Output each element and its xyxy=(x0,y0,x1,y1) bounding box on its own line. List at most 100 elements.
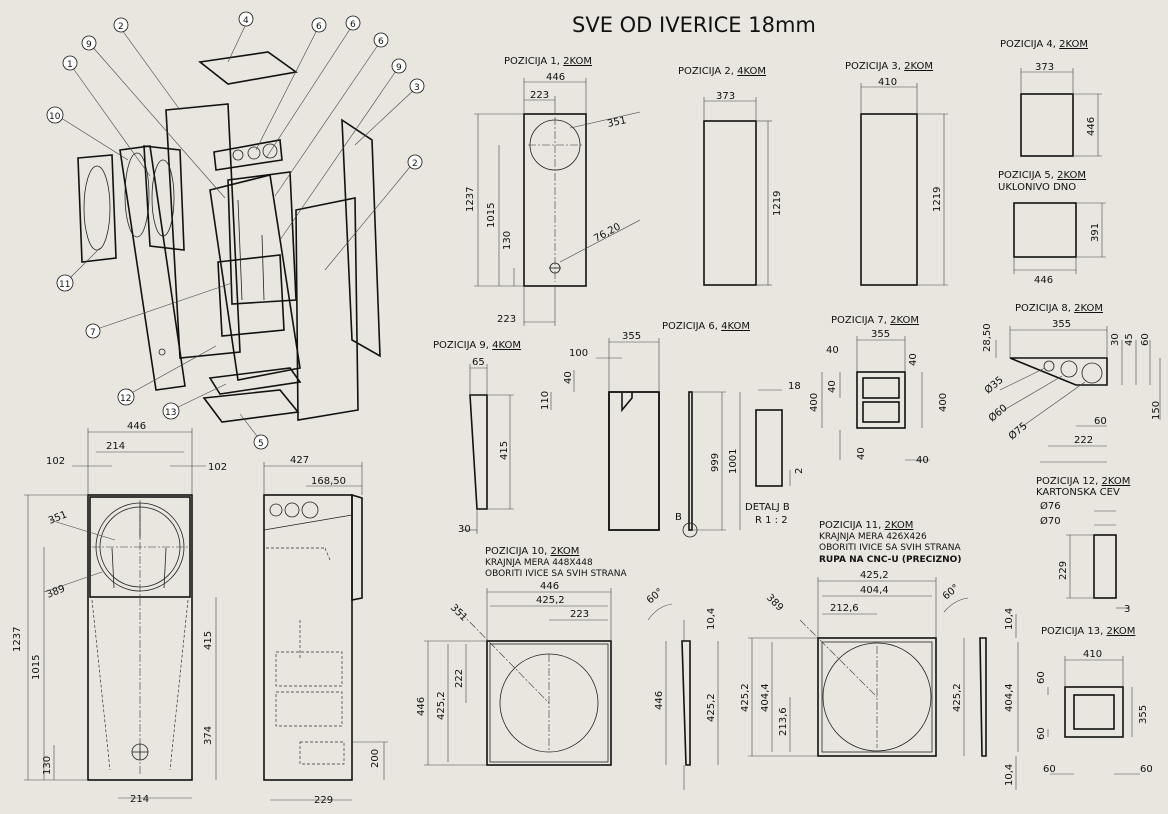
dimension-label: 391 xyxy=(1090,223,1101,242)
position-10-drawing: POZICIJA 10, 2KOM KRAJNJA MERA 448X448 O… xyxy=(416,546,719,790)
dimension-label: OBORITI IVICE SA SVIH STRANA xyxy=(819,543,961,553)
sheet-title: SVE OD IVERICE 18mm xyxy=(572,13,816,37)
dimension-label: 40 xyxy=(563,371,574,384)
dimension-label: 1001 xyxy=(728,449,739,474)
dimension-label: 222 xyxy=(1074,435,1093,446)
position-2-drawing: POZICIJA 2, 4KOM 373 1219 xyxy=(678,66,783,286)
dimension-label: 425,2 xyxy=(952,683,963,712)
position-5-drawing: POZICIJA 5, 2KOM UKLONIVO DNO 391 446 xyxy=(998,170,1106,286)
svg-text:POZICIJA 6, 4KOM: POZICIJA 6, 4KOM xyxy=(662,321,750,332)
dimension-label: 351 xyxy=(448,602,469,623)
dimension-label: 40 xyxy=(856,447,867,460)
dimension-label: POZICIJA 12, xyxy=(1036,476,1102,487)
dimension-label: 355 xyxy=(1052,319,1071,330)
dimension-label: 223 xyxy=(570,609,589,620)
balloon-label: 3 xyxy=(414,83,420,93)
dimension-label: Ø76 xyxy=(1040,500,1061,512)
dimension-label: 427 xyxy=(290,455,309,466)
dimension-label: 446 xyxy=(1086,117,1097,136)
dimension-label: 2KOM xyxy=(1107,626,1136,637)
dimension-label: Ø75 xyxy=(1006,420,1030,442)
dimension-label: RUPA NA CNC-U (PRECIZNO) xyxy=(819,555,961,565)
dimension-label: 60 xyxy=(1043,764,1056,775)
dimension-label: 214 xyxy=(130,794,149,805)
dimension-label: POZICIJA 10, xyxy=(485,546,551,557)
balloon-label: 6 xyxy=(316,22,322,32)
svg-text:POZICIJA 11, 2KOM: POZICIJA 11, 2KOM xyxy=(819,520,913,531)
dimension-label: B xyxy=(675,512,682,523)
dimension-label: 389 xyxy=(764,592,785,613)
dimension-label: 18 xyxy=(788,381,801,392)
dimension-label: 446 xyxy=(416,697,427,716)
dimension-label: 374 xyxy=(203,726,214,745)
balloon-label: 2 xyxy=(412,159,418,169)
dimension-label: Ø60 xyxy=(986,402,1010,424)
dimension-label: 229 xyxy=(314,795,333,806)
position-7-drawing: POZICIJA 7, 2KOM 355 40 40 40 400 400 40… xyxy=(809,315,949,466)
dimension-label: 223 xyxy=(497,314,516,325)
svg-text:POZICIJA 3, 2KOM: POZICIJA 3, 2KOM xyxy=(845,61,933,72)
dimension-label: 446 xyxy=(546,72,565,83)
position-12-drawing: POZICIJA 12, 2KOM KARTONSKA CEV Ø76 Ø70 … xyxy=(1036,476,1130,615)
dimension-label: 213,6 xyxy=(778,707,789,736)
dimension-label: 10,4 xyxy=(706,608,717,630)
dimension-label: 2KOM xyxy=(1057,170,1086,181)
assembly-front-view: 446 214 102 102 351 389 1237 1015 415 37… xyxy=(12,421,227,805)
dimension-label: 2KOM xyxy=(563,56,592,67)
dimension-label: 30 xyxy=(458,524,471,535)
dimension-label: OBORITI IVICE SA SVIH STRANA xyxy=(485,569,627,579)
svg-text:POZICIJA 10, 2KOM: POZICIJA 10, 2KOM xyxy=(485,546,579,557)
dimension-label: 404,4 xyxy=(860,585,889,596)
svg-text:POZICIJA 5, 2KOM: POZICIJA 5, 2KOM xyxy=(998,170,1086,181)
dimension-label: POZICIJA 11, xyxy=(819,520,885,531)
dimension-label: 355 xyxy=(871,329,890,340)
dimension-label: 214 xyxy=(106,441,125,452)
dimension-label: 373 xyxy=(716,91,735,102)
dimension-label: 222 xyxy=(454,669,465,688)
assembly-side-view: 427 168,50 200 229 xyxy=(263,455,388,806)
svg-text:POZICIJA 9, 4KOM: POZICIJA 9, 4KOM xyxy=(433,340,521,351)
dimension-label: 200 xyxy=(370,749,381,768)
dimension-label: 130 xyxy=(42,756,53,775)
dimension-label: 40 xyxy=(827,380,838,393)
dimension-label: 999 xyxy=(710,453,721,472)
dimension-label: 65 xyxy=(472,357,485,368)
dimension-label: KARTONSKA CEV xyxy=(1036,487,1120,498)
dimension-label: 2KOM xyxy=(551,546,580,557)
dimension-label: 168,50 xyxy=(311,476,346,487)
dimension-label: 2KOM xyxy=(904,61,933,72)
balloon-label: 11 xyxy=(59,280,70,290)
dimension-label: 3 xyxy=(1124,604,1130,615)
dimension-label: 102 xyxy=(208,462,227,473)
balloon-label: 1 xyxy=(67,60,73,70)
dimension-label: DETALJ B xyxy=(745,502,790,513)
dimension-label: 2 xyxy=(794,468,805,474)
position-4-drawing: POZICIJA 4, 2KOM 373 446 xyxy=(1000,39,1102,157)
dimension-label: POZICIJA 5, xyxy=(998,170,1057,181)
svg-text:POZICIJA 8, 2KOM: POZICIJA 8, 2KOM xyxy=(1015,303,1103,314)
dimension-label: 446 xyxy=(127,421,146,432)
dimension-label: 415 xyxy=(203,631,214,650)
dimension-label: 10,4 xyxy=(1004,608,1015,630)
dimension-label: 415 xyxy=(499,441,510,460)
dimension-label: 2KOM xyxy=(1102,476,1131,487)
dimension-label: 2KOM xyxy=(1059,39,1088,50)
dimension-label: POZICIJA 1, xyxy=(504,56,563,67)
dimension-label: 1237 xyxy=(12,627,23,652)
position-6-drawing: POZICIJA 6, 4KOM B 355 100 40 110 999 10… xyxy=(540,321,805,538)
dimension-label: 60 xyxy=(1036,671,1047,684)
position-3-drawing: POZICIJA 3, 2KOM 410 1219 xyxy=(845,61,948,286)
dimension-label: 1015 xyxy=(486,203,497,228)
dimension-label: 2KOM xyxy=(885,520,914,531)
balloon-label: 9 xyxy=(396,63,402,73)
dimension-label: POZICIJA 9, xyxy=(433,340,492,351)
position-11-drawing: POZICIJA 11, 2KOM KRAJNJA MERA 426X426 O… xyxy=(740,520,1019,790)
dimension-label: 425,2 xyxy=(860,570,889,581)
dimension-label: POZICIJA 8, xyxy=(1015,303,1074,314)
balloon-label: 9 xyxy=(86,40,92,50)
balloon-label: 6 xyxy=(350,20,356,30)
dimension-label: 60 xyxy=(1036,727,1047,740)
dimension-label: 45 xyxy=(1124,333,1135,346)
